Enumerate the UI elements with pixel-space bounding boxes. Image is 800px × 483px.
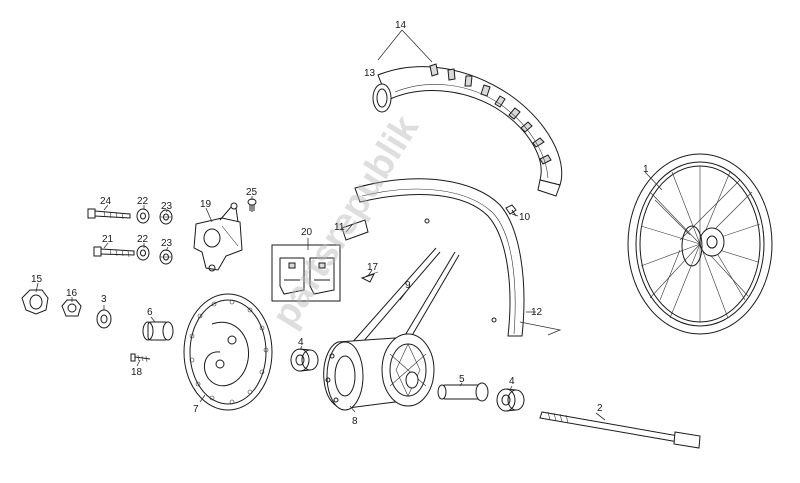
watermark-text: partsrepublik xyxy=(264,108,428,335)
callout-24: 24 xyxy=(100,196,112,207)
callout-11: 11 xyxy=(334,222,345,233)
disc-screw xyxy=(130,353,151,363)
callout-17: 17 xyxy=(367,262,379,273)
wheel-axle xyxy=(539,411,701,449)
callout-10: 10 xyxy=(519,212,531,223)
callout-20: 20 xyxy=(301,227,313,238)
callout-4-right: 4 xyxy=(509,376,515,387)
axle-washer xyxy=(96,309,112,329)
washer-upper xyxy=(136,208,150,224)
callout-21: 21 xyxy=(102,234,114,245)
wheel-hub xyxy=(323,333,435,411)
hub-sleeve xyxy=(142,321,174,341)
callout-22-upper: 22 xyxy=(137,196,149,207)
bleed-screw xyxy=(247,198,257,212)
bearing-left xyxy=(290,348,319,372)
callout-23-upper: 23 xyxy=(161,201,173,212)
callout-25: 25 xyxy=(246,187,258,198)
callout-7: 7 xyxy=(193,404,199,415)
callout-22-lower: 22 xyxy=(137,234,149,245)
bearing-right xyxy=(496,388,525,412)
axle-nut-cap xyxy=(21,289,49,315)
mudguard xyxy=(341,178,525,337)
callout-15: 15 xyxy=(31,274,43,285)
callout-5: 5 xyxy=(459,374,465,385)
callout-4-left: 4 xyxy=(298,337,304,348)
mudguard-bolt xyxy=(505,204,517,217)
callout-1: 1 xyxy=(643,164,649,175)
callout-16: 16 xyxy=(66,288,78,299)
callout-9: 9 xyxy=(405,280,411,291)
axle-nut xyxy=(61,299,82,317)
callout-2: 2 xyxy=(597,403,603,414)
callout-13: 13 xyxy=(364,68,376,79)
spacer-tube xyxy=(437,382,489,402)
complete-wheel xyxy=(627,153,773,335)
callout-6: 6 xyxy=(147,307,153,318)
lock-washer-lower xyxy=(159,249,173,265)
callout-23-lower: 23 xyxy=(161,238,173,249)
callout-19: 19 xyxy=(200,199,212,210)
lock-washer-upper xyxy=(159,209,173,225)
callout-8: 8 xyxy=(352,416,358,427)
brake-pads-kit xyxy=(271,244,341,302)
callout-14: 14 xyxy=(395,20,407,31)
callout-3: 3 xyxy=(101,294,107,305)
callout-numbers: 1 2 3 4 4 5 6 7 8 9 10 11 12 13 14 15 16… xyxy=(31,20,649,427)
brake-caliper xyxy=(193,202,243,272)
washer-lower xyxy=(136,245,150,261)
caliper-bolt-upper xyxy=(87,208,131,220)
tyre-and-tube xyxy=(372,63,563,197)
brake-disc xyxy=(183,293,273,411)
callout-18: 18 xyxy=(131,367,143,378)
callout-12: 12 xyxy=(531,307,543,318)
leader-lines xyxy=(35,29,663,421)
caliper-bolt-lower xyxy=(93,246,135,258)
